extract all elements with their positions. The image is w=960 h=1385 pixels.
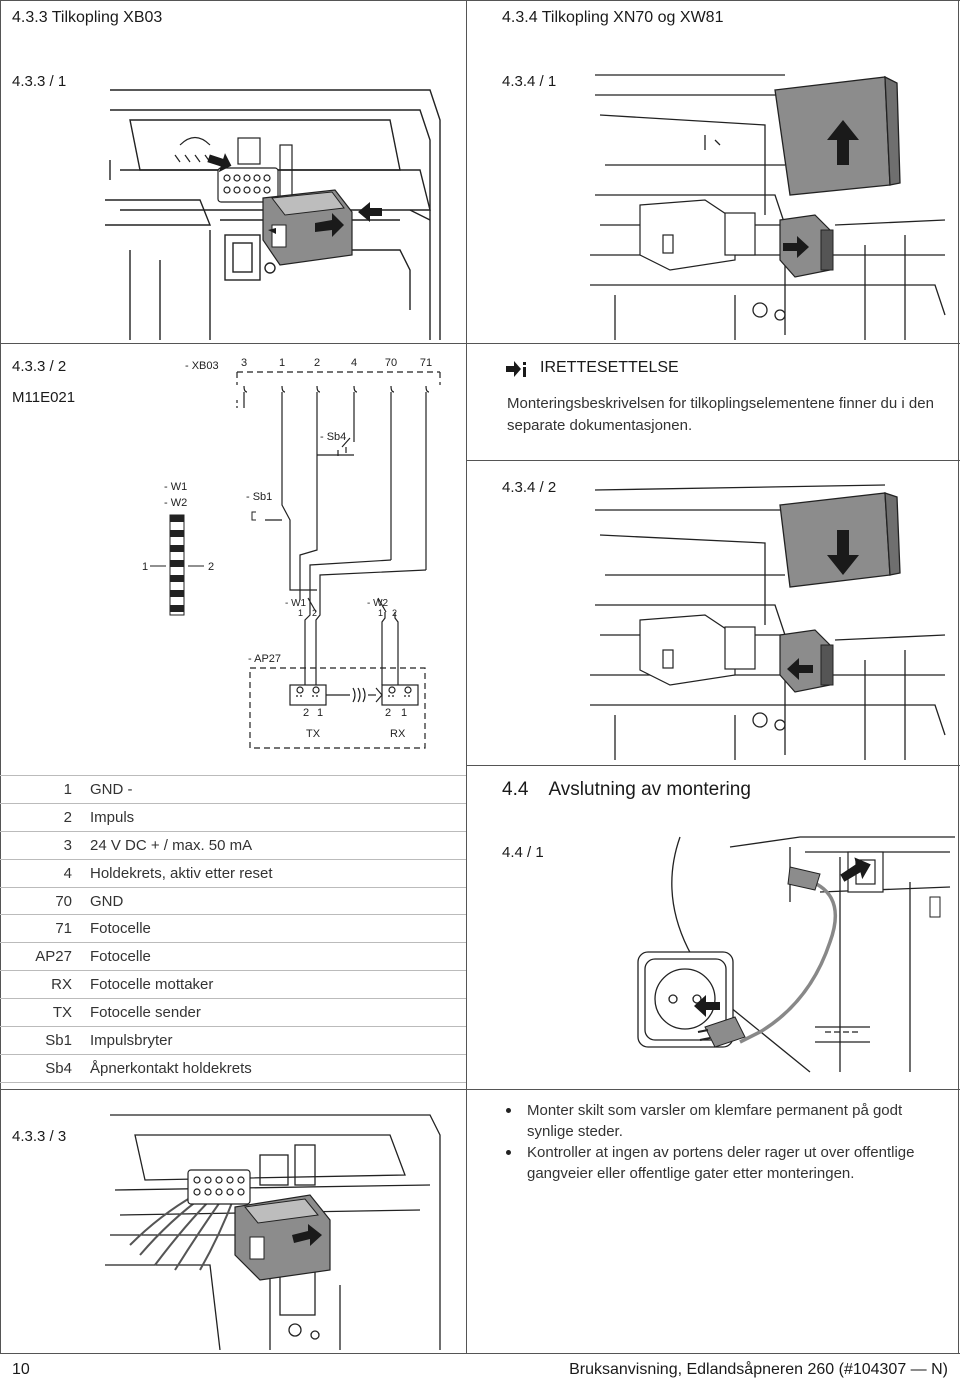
mounting-bullets: Monter skilt som varsler om klemfare per…	[500, 1100, 940, 1184]
legend-key: Sb1	[0, 1026, 90, 1055]
cable-label-2: 2	[208, 561, 214, 573]
rx-pin2: 2	[385, 707, 391, 719]
legend-value: Fotocelle mottaker	[90, 970, 466, 1000]
figure-label-433-3: 4.3.3 / 3	[12, 1128, 67, 1145]
figure-code: M11E021	[12, 389, 76, 406]
power-cable	[697, 866, 838, 1048]
terminal-block	[217, 167, 279, 203]
w2-label-top: - W2	[164, 497, 187, 509]
terminal-2: 2	[314, 357, 320, 369]
figure-434-1-illustration	[590, 74, 946, 340]
w1-pin1: 1	[298, 608, 303, 618]
cable-stripe	[169, 514, 185, 616]
terminal-4: 4	[351, 357, 357, 369]
right-border	[958, 0, 959, 1353]
bullet-item: Kontroller at ingen av portens deler rag…	[500, 1142, 940, 1184]
figure-label-44-1: 4.4 / 1	[502, 844, 544, 861]
legend-key: RX	[0, 970, 90, 1000]
w2-label: - W2	[367, 598, 389, 609]
legend-key: 2	[0, 803, 90, 832]
tx-pin1: 1	[317, 707, 323, 719]
legend-key: TX	[0, 998, 90, 1028]
terminal-70: 70	[385, 357, 397, 369]
legend-value: 24 V DC + / max. 50 mA	[90, 831, 466, 860]
legend-value: GND -	[90, 775, 466, 804]
sb1-label: - Sb1	[246, 491, 272, 503]
page-number: 10	[12, 1361, 30, 1378]
terminal-1: 1	[279, 357, 285, 369]
figure-label-434-2: 4.3.4 / 2	[502, 479, 557, 496]
footer-divider	[0, 1353, 960, 1354]
section-title-44: 4.4 Avslutning av montering	[502, 779, 751, 800]
note-text: Monteringsbeskrivelsen for tilkoplingsel…	[507, 395, 934, 434]
info-arrow-icon	[506, 361, 526, 377]
terminal-71: 71	[420, 357, 432, 369]
terminal-block-3	[187, 1169, 251, 1205]
rx-pin1: 1	[401, 707, 407, 719]
document-title: Bruksanvisning, Edlandsåpneren 260 (#104…	[569, 1361, 948, 1378]
left-border	[0, 0, 1, 1353]
legend-value: Fotocelle sender	[90, 998, 466, 1028]
legend-value: Fotocelle	[90, 914, 466, 944]
terminal-3: 3	[241, 357, 247, 369]
mid-right-divider	[466, 460, 960, 461]
figure-433-1-illustration	[105, 89, 441, 340]
legend-value: Impuls	[90, 803, 466, 832]
figure-433-3-illustration	[105, 1114, 441, 1350]
figure-434-2-illustration	[590, 484, 946, 760]
legend-value: Fotocelle	[90, 942, 466, 972]
top-border-left	[0, 0, 960, 1]
mid-right-divider-2	[466, 765, 960, 766]
note-title: IRETTESETTELSE	[540, 359, 679, 376]
sb4-label: - Sb4	[320, 431, 346, 443]
row-divider-1	[0, 343, 960, 344]
bullet-item: Monter skilt som varsler om klemfare per…	[500, 1100, 940, 1142]
section-title-434: 4.3.4 Tilkopling XN70 og XW81	[502, 9, 724, 26]
legend-key: 3	[0, 831, 90, 860]
figure-44-1-illustration	[637, 836, 955, 1073]
legend-key: 71	[0, 914, 90, 944]
legend-value: Åpnerkontakt holdekrets	[90, 1054, 466, 1083]
row-divider-2	[0, 1089, 960, 1090]
legend-key: AP27	[0, 942, 90, 972]
w1-label-top: - W1	[164, 481, 187, 493]
vertical-divider	[466, 0, 467, 1353]
legend-value: Impulsbryter	[90, 1026, 466, 1055]
w1-pin2: 2	[312, 608, 317, 618]
legend-key: 70	[0, 887, 90, 916]
legend-value: Holdekrets, aktiv etter reset	[90, 859, 466, 888]
legend-key: 1	[0, 775, 90, 804]
section-title-433: 4.3.3 Tilkopling XB03	[12, 9, 163, 26]
wall-outlet	[637, 951, 734, 1048]
figure-label-433-2: 4.3.3 / 2	[12, 358, 67, 375]
w2-pin1: 1	[378, 608, 383, 618]
wiring-diagram: - XB03 3 1 2 4 70 71 - Sb4 - W1 - W2 - S…	[142, 357, 441, 749]
legend-value: GND	[90, 887, 466, 916]
tx-label: TX	[306, 728, 321, 740]
figure-label-433-1: 4.3.3 / 1	[12, 73, 67, 90]
cable-label-1: 1	[142, 561, 148, 573]
connector-plug-gray	[262, 189, 353, 266]
xb03-label: - XB03	[185, 360, 219, 372]
legend-key: 4	[0, 859, 90, 888]
figure-label-434-1: 4.3.4 / 1	[502, 73, 557, 90]
connector-plug-3	[234, 1194, 331, 1281]
ap27-label: - AP27	[248, 653, 281, 665]
w1-label: - W1	[285, 598, 307, 609]
legend-key: Sb4	[0, 1054, 90, 1083]
tx-pin2: 2	[303, 707, 309, 719]
rx-label: RX	[390, 728, 406, 740]
